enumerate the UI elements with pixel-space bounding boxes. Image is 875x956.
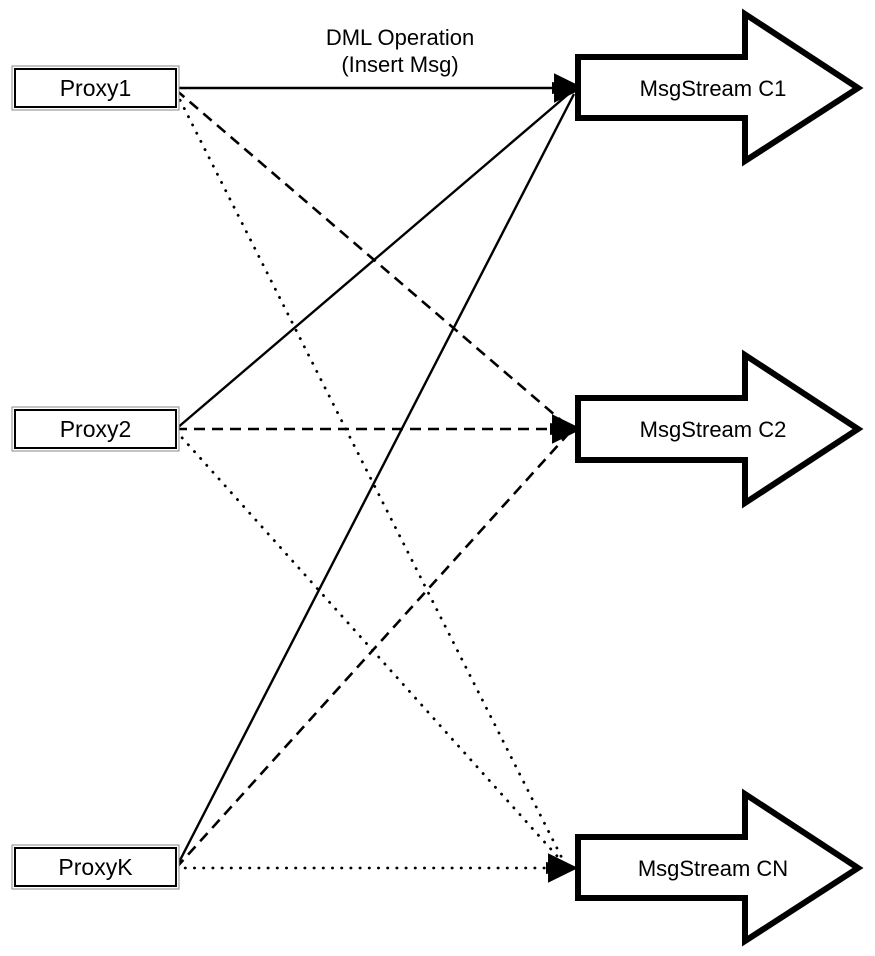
proxy-label-proxy1: Proxy1 [60,75,132,101]
edge-caption-line-1: DML Operation [326,25,474,50]
proxy-label-proxy2: Proxy2 [60,416,132,442]
arrowheads-layer [546,73,584,883]
proxy-box-proxy1[interactable] [14,68,177,108]
connection-proxy1-to-cn [174,90,568,868]
arrowhead-c2-icon [550,414,582,444]
stream-arrow-shape-msgstream-c1[interactable] [575,8,864,167]
proxy-node-proxyk[interactable]: ProxyK [11,844,180,890]
connection-proxy2-to-cn [174,429,568,868]
stream-node-msgstream-cn[interactable]: MsgStream CN [575,788,864,947]
stream-node-msgstream-c2[interactable]: MsgStream C2 [575,349,864,509]
proxy-node-proxy1[interactable]: Proxy1 [11,65,180,111]
proxy-box-proxyk[interactable] [14,847,177,887]
connection-proxyk-to-c2 [175,431,571,869]
connection-proxy1-to-c2 [175,89,571,429]
arrowhead-c1-icon [552,73,584,103]
streams-layer: MsgStream C1 MsgStream C2 MsgStream CN [575,8,864,947]
stream-label-msgstream-cn: MsgStream CN [638,856,788,881]
edge-caption-line-2: (Insert Msg) [341,52,458,77]
stream-label-msgstream-c1: MsgStream C1 [640,76,787,101]
proxy-node-proxy2[interactable]: Proxy2 [11,406,180,452]
connection-proxyk-to-c1 [174,93,576,869]
stream-arrow-shape-msgstream-cn[interactable] [575,788,864,947]
proxy-box-proxy2[interactable] [14,409,177,449]
stream-node-msgstream-c1[interactable]: MsgStream C1 [575,8,864,167]
arrowhead-cn-icon [546,853,578,883]
stream-arrow-shape-msgstream-c2[interactable] [575,349,864,509]
connections-layer [174,86,576,870]
edge-caption: DML Operation (Insert Msg) [326,25,474,77]
stream-label-msgstream-c2: MsgStream C2 [640,417,787,442]
connection-proxy2-to-c1 [175,90,573,430]
proxy-label-proxyk: ProxyK [58,854,133,880]
